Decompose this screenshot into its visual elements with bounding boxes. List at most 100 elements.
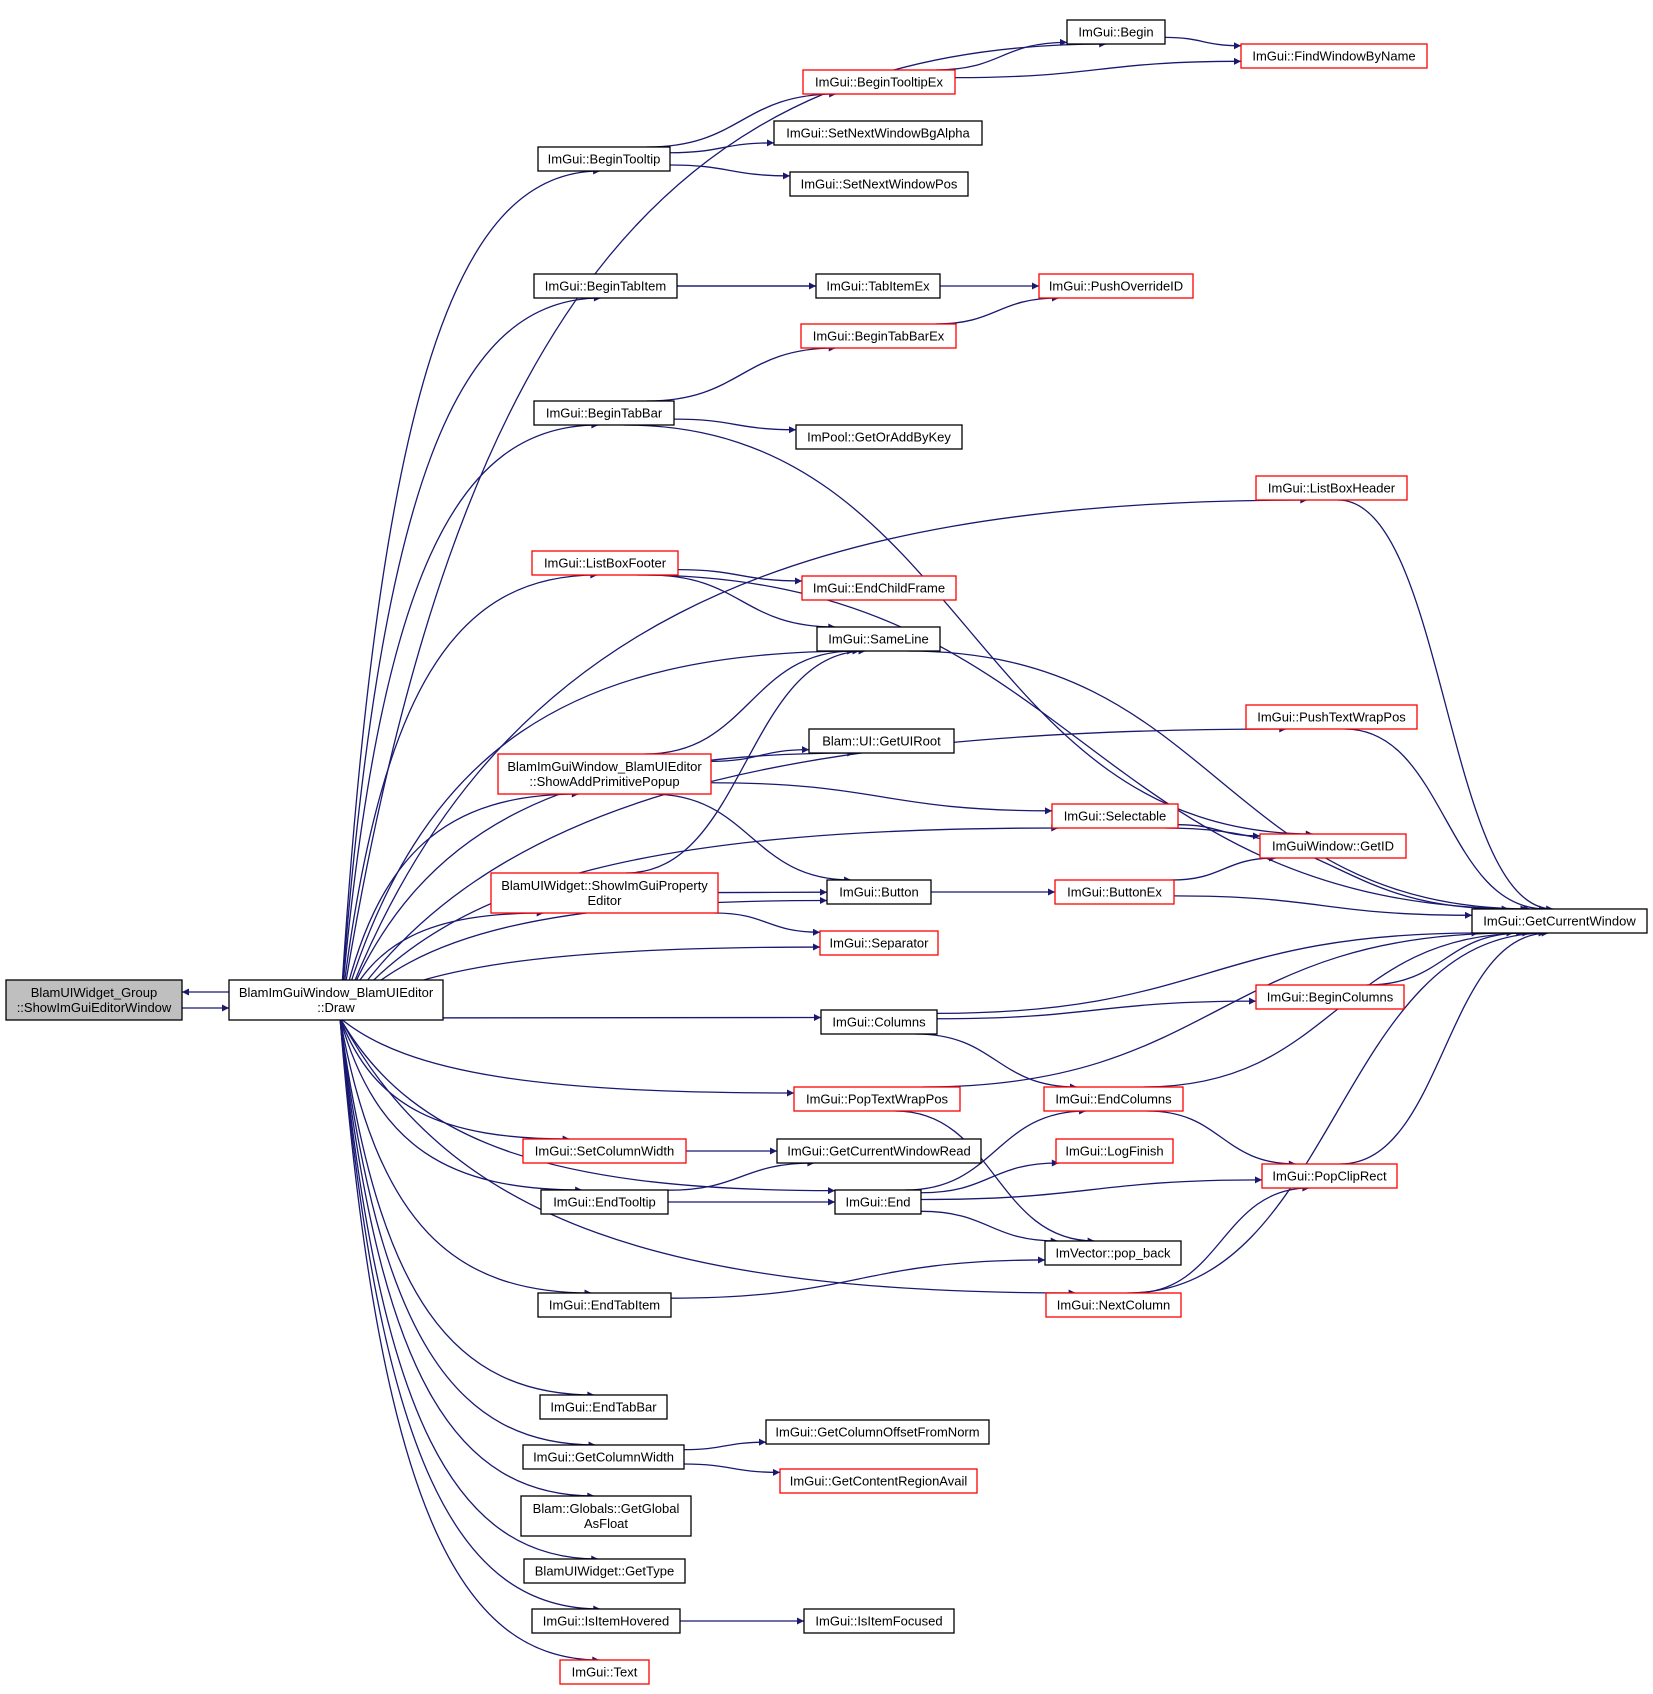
edge-begintooltipex-to-begin	[935, 38, 1068, 71]
node-getid[interactable]: ImGuiWindow::GetID	[1259, 833, 1407, 859]
node-draw[interactable]: BlamImGuiWindow_BlamUIEditor::Draw	[228, 979, 444, 1021]
node-addprimitive[interactable]: BlamImGuiWindow_BlamUIEditor::ShowAddPri…	[497, 753, 712, 795]
node-gettype[interactable]: BlamUIWidget::GetType	[523, 1558, 686, 1584]
node-poptextwrap[interactable]: ImGui::PopTextWrapPos	[793, 1086, 961, 1112]
node-box	[819, 930, 939, 956]
node-label: ImGui::PopClipRect	[1272, 1169, 1387, 1184]
node-pushoverride[interactable]: ImGui::PushOverrideID	[1038, 273, 1194, 299]
node-sameline[interactable]: ImGui::SameLine	[816, 626, 941, 652]
node-setpos[interactable]: ImGui::SetNextWindowPos	[789, 171, 969, 197]
node-begintabitem[interactable]: ImGui::BeginTabItem	[533, 273, 678, 299]
edge-listboxfooter-to-sameline	[648, 574, 836, 631]
node-box	[490, 872, 719, 914]
node-columns[interactable]: ImGui::Columns	[820, 1009, 938, 1035]
node-label: ::Draw	[317, 1000, 355, 1015]
node-logfinish[interactable]: ImGui::LogFinish	[1055, 1138, 1174, 1164]
node-impool[interactable]: ImPool::GetOrAddByKey	[795, 424, 963, 450]
node-label: ImGui::GetCurrentWindow	[1483, 914, 1636, 929]
node-label: ImGui::PopTextWrapPos	[806, 1092, 949, 1107]
node-box	[765, 1419, 990, 1445]
node-label: ImGui::FindWindowByName	[1252, 49, 1415, 64]
edge-end-to-endcolumns	[905, 1107, 1087, 1191]
edge-draw-to-text	[339, 1017, 600, 1664]
node-box	[523, 1558, 686, 1584]
node-listboxfooter[interactable]: ImGui::ListBoxFooter	[531, 550, 679, 576]
node-isitemhovered[interactable]: ImGui::IsItemHovered	[531, 1608, 681, 1634]
node-getcoloffset[interactable]: ImGui::GetColumnOffsetFromNorm	[765, 1419, 990, 1445]
node-listboxheader[interactable]: ImGui::ListBoxHeader	[1255, 475, 1408, 501]
node-box	[820, 1009, 938, 1035]
edge-draw-to-gettype	[339, 1017, 599, 1563]
edge-draw-to-begintabitem	[339, 294, 601, 1019]
node-label: ImGui::BeginTabBarEx	[813, 329, 945, 344]
node-box	[497, 753, 712, 795]
node-box	[533, 400, 675, 426]
node-tabitemex[interactable]: ImGui::TabItemEx	[815, 273, 941, 299]
node-begintabbarex[interactable]: ImGui::BeginTabBarEx	[800, 323, 957, 349]
node-button[interactable]: ImGui::Button	[826, 879, 932, 905]
node-label: ImGui::EndChildFrame	[813, 581, 945, 596]
node-nextcolumn[interactable]: ImGui::NextColumn	[1045, 1292, 1182, 1318]
node-selectable[interactable]: ImGui::Selectable	[1051, 803, 1179, 829]
edge-draw-to-isitemhovered	[339, 1017, 601, 1613]
node-begin[interactable]: ImGui::Begin	[1066, 19, 1166, 45]
node-findwin[interactable]: ImGui::FindWindowByName	[1240, 43, 1428, 69]
node-box	[1261, 1163, 1398, 1189]
node-label: ImGui::SetNextWindowBgAlpha	[786, 126, 970, 141]
node-endchildframe[interactable]: ImGui::EndChildFrame	[801, 575, 957, 601]
node-endtabitem[interactable]: ImGui::EndTabItem	[537, 1292, 672, 1318]
node-box	[1045, 1292, 1182, 1318]
node-box	[522, 1444, 685, 1470]
node-getuiroot[interactable]: Blam::UI::GetUIRoot	[808, 728, 955, 754]
edge-begintooltip-to-begintooltipex	[646, 90, 837, 148]
node-getcurwinread[interactable]: ImGui::GetCurrentWindowRead	[776, 1138, 982, 1164]
node-setbgalpha[interactable]: ImGui::SetNextWindowBgAlpha	[773, 120, 983, 146]
node-label: Editor	[588, 893, 623, 908]
node-box	[1471, 908, 1648, 934]
edge-columns-to-endcolumns	[915, 1033, 1077, 1091]
node-text[interactable]: ImGui::Text	[559, 1659, 650, 1685]
node-box	[539, 1394, 668, 1420]
edge-columns-to-getcurwin	[936, 929, 1479, 1015]
node-pushtextwrap[interactable]: ImGui::PushTextWrapPos	[1245, 704, 1418, 730]
node-root[interactable]: BlamUIWidget_Group::ShowImGuiEditorWindo…	[5, 979, 183, 1021]
edge-begintooltipex-to-findwin	[954, 57, 1242, 79]
node-endtabbar[interactable]: ImGui::EndTabBar	[539, 1394, 668, 1420]
node-endcolumns[interactable]: ImGui::EndColumns	[1043, 1086, 1184, 1112]
node-begincolumns[interactable]: ImGui::BeginColumns	[1255, 984, 1405, 1010]
edge-begintabbar-to-getid	[624, 424, 1313, 838]
node-label: ImGui::BeginTooltip	[548, 152, 661, 167]
node-popcliprect[interactable]: ImGui::PopClipRect	[1261, 1163, 1398, 1189]
node-box	[793, 1086, 961, 1112]
edge-propeditor-to-sameline	[626, 647, 866, 874]
node-box	[1259, 833, 1407, 859]
node-getcurwin[interactable]: ImGui::GetCurrentWindow	[1471, 908, 1648, 934]
edge-draw-to-listboxfooter	[339, 571, 598, 1019]
node-label: ImGui::BeginTabBar	[546, 406, 663, 421]
node-getcolwidth[interactable]: ImGui::GetColumnWidth	[522, 1444, 685, 1470]
node-end[interactable]: ImGui::End	[834, 1189, 922, 1215]
node-separator[interactable]: ImGui::Separator	[819, 930, 939, 956]
node-isitemfocused[interactable]: ImGui::IsItemFocused	[803, 1608, 955, 1634]
edge-draw-to-addprimitive	[339, 790, 579, 1019]
node-getcontentavail[interactable]: ImGui::GetContentRegionAvail	[779, 1468, 978, 1494]
node-label: BlamUIWidget_Group	[31, 985, 157, 1000]
edge-sameline-to-getcurwin	[907, 650, 1531, 913]
node-label: ImGui::SameLine	[828, 632, 928, 647]
node-popback[interactable]: ImVector::pop_back	[1044, 1240, 1182, 1266]
node-endtooltip[interactable]: ImGui::EndTooltip	[540, 1189, 669, 1215]
node-label: ImGui::GetColumnOffsetFromNorm	[775, 1425, 979, 1440]
node-box	[808, 728, 955, 754]
node-box	[1054, 879, 1175, 905]
node-begintooltipex[interactable]: ImGui::BeginTooltipEx	[802, 69, 956, 95]
node-box	[834, 1189, 922, 1215]
node-begintabbar[interactable]: ImGui::BeginTabBar	[533, 400, 675, 426]
node-buttonex[interactable]: ImGui::ButtonEx	[1054, 879, 1175, 905]
edge-end-to-logfinish	[920, 1159, 1059, 1194]
edge-end-to-popcliprect	[920, 1176, 1263, 1201]
node-setcolwidth[interactable]: ImGui::SetColumnWidth	[522, 1138, 687, 1164]
node-begintooltip[interactable]: ImGui::BeginTooltip	[537, 146, 671, 172]
edge-draw-to-begin	[339, 40, 1107, 1019]
